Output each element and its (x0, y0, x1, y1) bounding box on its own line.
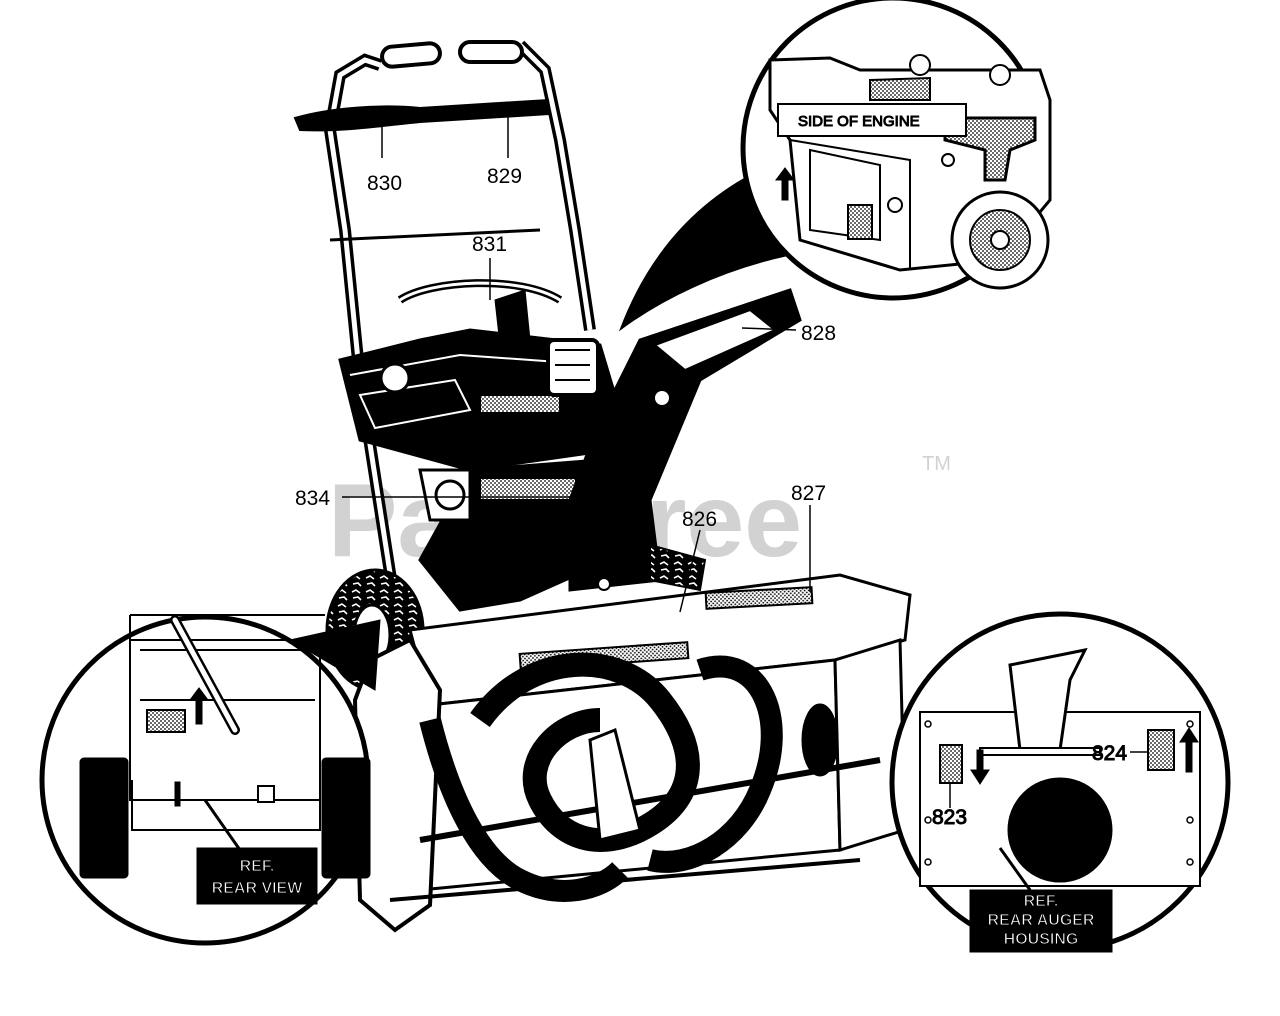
leader-lines (342, 116, 811, 613)
rear-auger-label-line-2: REAR AUGER (988, 912, 1095, 929)
auger-housing (352, 573, 912, 933)
rear-auger-label-line-3: HOUSING (1004, 931, 1079, 948)
callout-831: 831 (472, 233, 507, 256)
callout-823: 823 (932, 806, 967, 829)
rear-view-inset: REF. REAR VIEW (39, 614, 381, 946)
callout-824: 824 (1092, 742, 1127, 765)
engine-inset: SIDE OF ENGINE (618, 0, 1052, 332)
watermark-tm: TM (922, 453, 951, 475)
engine-inset-label: SIDE OF ENGINE (798, 113, 920, 130)
callout-826: 826 (682, 508, 717, 531)
handle-assembly (293, 40, 596, 606)
discharge-chute (568, 288, 802, 592)
callout-829: 829 (487, 165, 522, 188)
rear-view-label-line-1: REF. (240, 858, 275, 875)
callout-828: 828 (801, 322, 836, 345)
callout-830: 830 (367, 172, 402, 195)
rear-auger-label-line-1: REF. (1024, 893, 1059, 910)
callout-827: 827 (791, 482, 826, 505)
callout-numbers: 830 829 831 828 834 827 826 (295, 165, 836, 531)
callout-834: 834 (295, 487, 330, 510)
rear-auger-inset: REF. REAR AUGER HOUSING 824 823 (889, 611, 1231, 953)
rear-view-label-line-2: REAR VIEW (212, 880, 304, 897)
